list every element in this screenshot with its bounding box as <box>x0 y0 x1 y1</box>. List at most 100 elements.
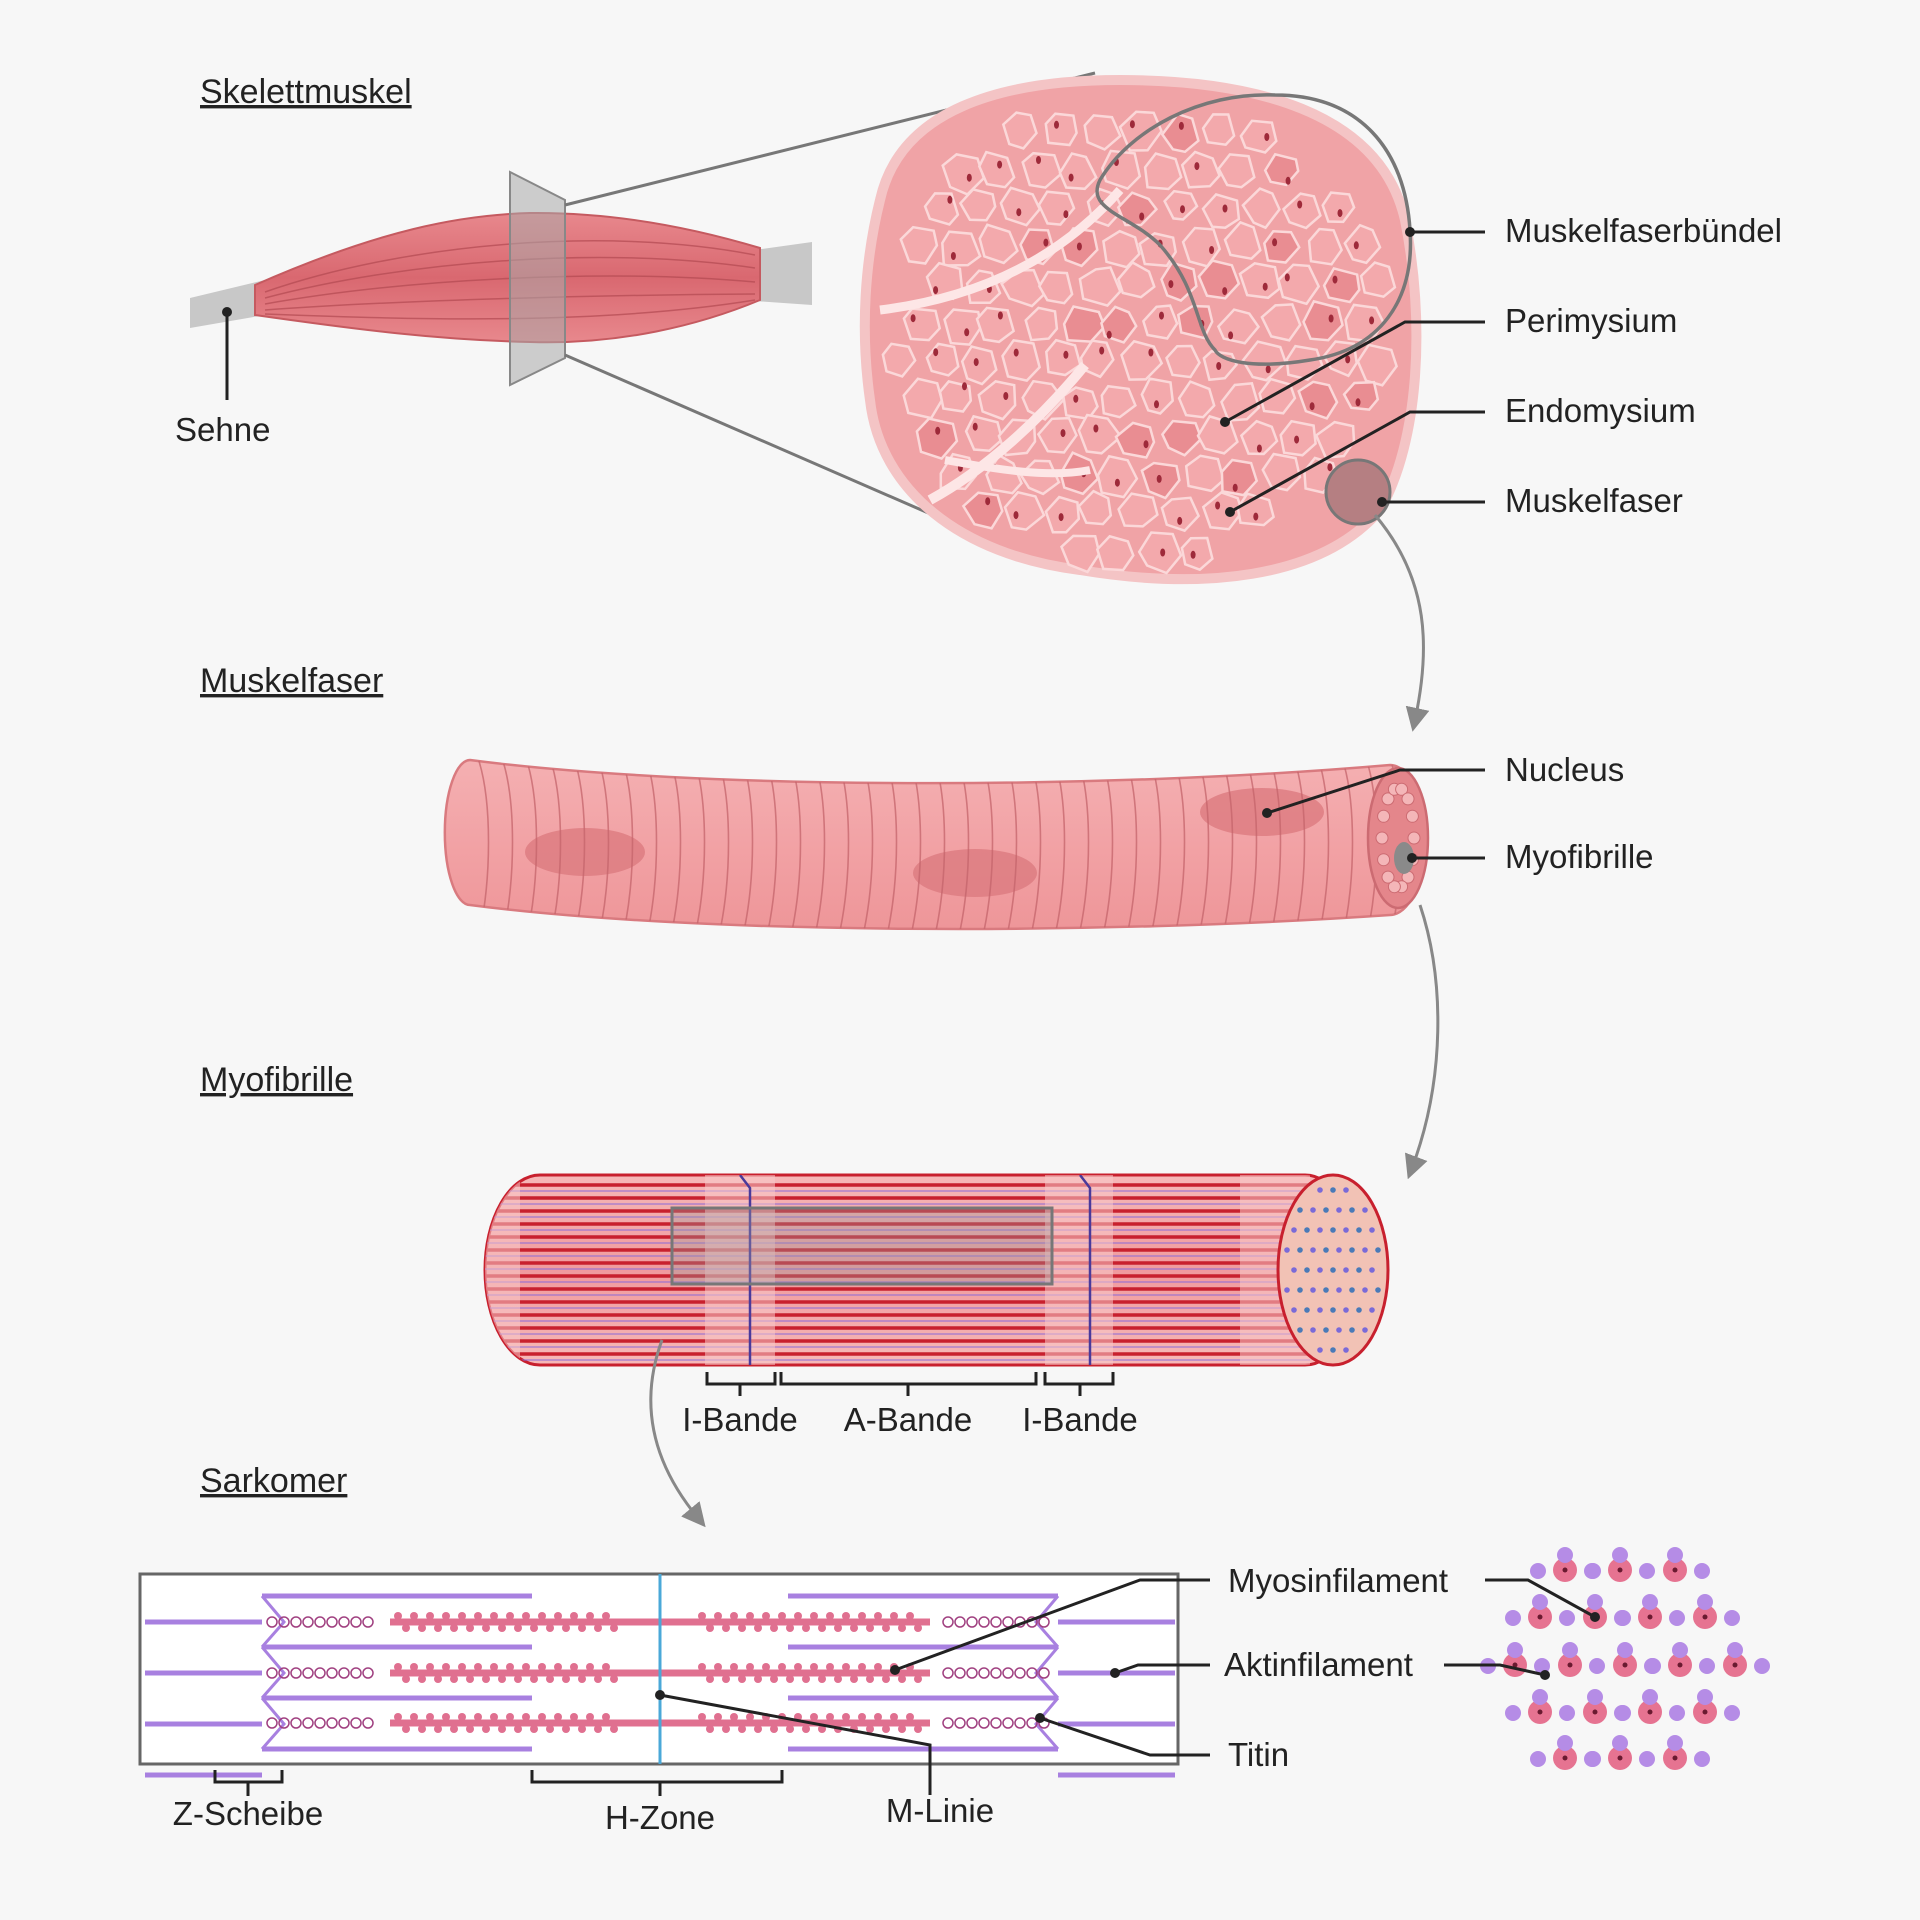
cell-nucleus <box>1353 241 1359 250</box>
muscle-fiber-cell <box>1160 112 1200 154</box>
cell-nucleus <box>935 426 941 435</box>
muscle-fiber-cell <box>1062 386 1099 421</box>
muscle-fiber-cell <box>1100 384 1137 419</box>
cell-nucleus <box>1063 210 1069 219</box>
cell-nucleus <box>1209 246 1215 254</box>
cell-nucleus <box>1016 208 1022 217</box>
label-z-scheibe: Z-Scheibe <box>173 1795 323 1832</box>
cell-nucleus <box>1106 330 1112 339</box>
fascicle-outline <box>1095 93 1413 366</box>
muscle-fiber-cell <box>1141 304 1179 340</box>
muscle-fiber-cell <box>1177 380 1216 419</box>
muscle-fiber-cell <box>1001 111 1038 150</box>
cell-nucleus <box>1154 400 1159 409</box>
cell-nucleus <box>1180 205 1185 214</box>
label-i-bande-right: I-Bande <box>1022 1401 1138 1438</box>
actin-cross-section <box>1612 1735 1628 1751</box>
muscle-fiber-cell <box>1281 192 1322 230</box>
sarcomere-highlight-box <box>670 1206 1054 1286</box>
cell-nucleus <box>1285 176 1291 185</box>
cell-nucleus <box>1256 444 1262 453</box>
muscle-fiber-cell <box>1285 344 1324 381</box>
cell-nucleus <box>947 195 953 204</box>
cell-nucleus <box>1148 348 1154 357</box>
cell-nucleus <box>1228 331 1234 340</box>
cell-nucleus <box>1003 392 1009 400</box>
muscle-fiber-cell <box>1217 153 1256 189</box>
actin-cross-section <box>1587 1594 1603 1610</box>
muscle-fiber-cell <box>1102 229 1141 269</box>
cell-nucleus <box>1159 311 1164 320</box>
label-aktinfilament: Aktinfilament <box>1224 1646 1413 1683</box>
actin-cross-section <box>1724 1610 1740 1626</box>
cell-nucleus <box>1013 348 1019 357</box>
actin-cross-section <box>1615 1610 1631 1626</box>
muscle-fiber-cell <box>1343 223 1382 265</box>
actin-cross-section <box>1532 1594 1548 1610</box>
cell-nucleus <box>1160 548 1166 557</box>
muscle-fiber-cell <box>1165 344 1201 379</box>
muscle-fiber-cell <box>1114 421 1156 459</box>
muscle-fiber-cell <box>943 308 983 346</box>
muscle-fiber-cell <box>1241 340 1288 382</box>
label-titin: Titin <box>1228 1736 1289 1773</box>
cell-nucleus <box>1232 483 1238 492</box>
muscle-fiber-cell <box>902 307 942 342</box>
actin-cross-section <box>1639 1563 1655 1579</box>
nucleus-3 <box>1200 788 1324 836</box>
cell-nucleus <box>1013 511 1019 520</box>
muscle-fiber-cell <box>1037 270 1074 305</box>
actin-cross-section <box>1645 1658 1661 1674</box>
actin-cross-section <box>1532 1689 1548 1705</box>
label-h-zone: H-Zone <box>605 1799 715 1836</box>
muscle-fiber-cell <box>1060 534 1101 574</box>
muscle-fiber-cell <box>1322 266 1361 304</box>
cell-nucleus <box>966 173 972 182</box>
muscle-fiber-cell <box>1263 152 1300 187</box>
cell-nucleus <box>1355 398 1361 407</box>
section-title-muskelfaser: Muskelfaser <box>200 662 383 700</box>
muscle-fiber-cell <box>1044 112 1078 147</box>
muscle-fiber-cell <box>923 192 960 226</box>
label-myofibrille: Myofibrille <box>1505 838 1654 875</box>
label-sehne: Sehne <box>175 411 270 448</box>
muscle-fiber-cell <box>1116 191 1159 227</box>
zoom-arrow-3 <box>649 1339 706 1528</box>
muscle-fiber-cell <box>899 225 939 265</box>
muscle-fiber-cell <box>1220 382 1261 422</box>
muscle-fiber-cell <box>1058 152 1098 191</box>
muscle-fiber-cell <box>1118 110 1163 152</box>
actin-cross-section <box>1557 1735 1573 1751</box>
actin-cross-section <box>1562 1642 1578 1658</box>
section-title-myofibrille: Myofibrille <box>200 1061 353 1099</box>
muscle-fiber-cell <box>977 380 1017 421</box>
actin-cross-section <box>1724 1705 1740 1721</box>
muscle-fiber-cell <box>1223 220 1262 261</box>
actin-cross-section <box>1507 1642 1523 1658</box>
actin-cross-section <box>1727 1642 1743 1658</box>
actin-cross-section <box>1697 1689 1713 1705</box>
cell-nucleus <box>1177 516 1183 525</box>
nucleus-2 <box>913 849 1037 897</box>
cell-nucleus <box>1222 204 1228 213</box>
label-endomysium: Endomysium <box>1505 392 1696 429</box>
cell-nucleus <box>1058 513 1064 522</box>
cell-nucleus <box>1253 512 1259 521</box>
actin-cross-section <box>1694 1751 1710 1767</box>
cell-nucleus <box>1043 238 1049 247</box>
muscle-fiber-cell <box>915 417 959 461</box>
cell-nucleus <box>1215 501 1221 510</box>
actin-cross-section <box>1585 1751 1601 1767</box>
muscle-fiber-cell <box>1077 413 1123 455</box>
muscle-fiber-cell <box>1143 152 1183 191</box>
muscle-fiber-cell <box>964 414 1004 452</box>
filament-lattice <box>1480 1547 1770 1770</box>
actin-cross-section <box>1669 1610 1685 1626</box>
muscle-fiber-cell <box>1077 489 1113 526</box>
muscle-fiber-cell <box>1239 419 1279 456</box>
actin-cross-section <box>1530 1751 1546 1767</box>
actin-cross-section <box>1642 1594 1658 1610</box>
muscle-fiber-cell <box>1140 377 1175 415</box>
cell-nucleus <box>1063 350 1069 359</box>
cell-nucleus <box>1036 156 1041 164</box>
